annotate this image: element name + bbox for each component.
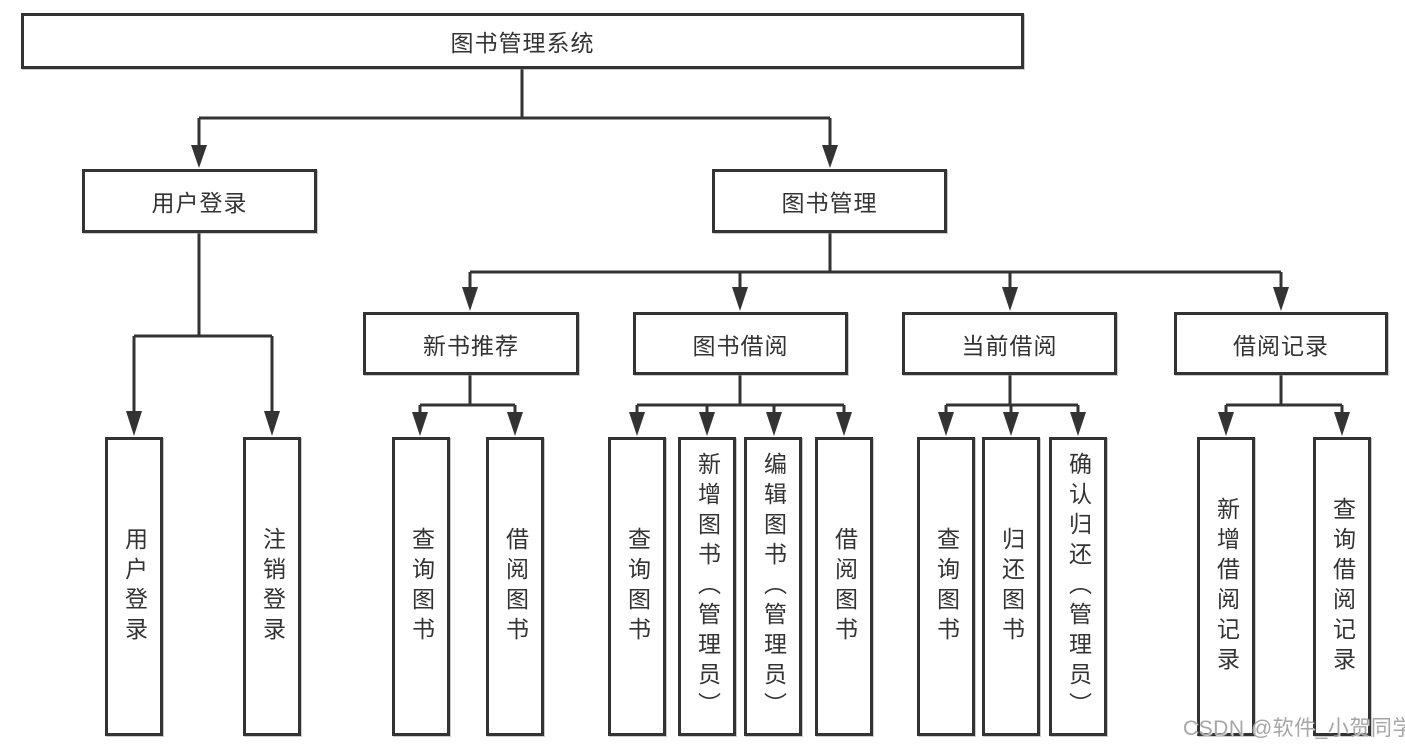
leaf-add-books-admin-label: 新增图书（管理员） <box>694 451 721 722</box>
leaf-borrowing-query-books: 查询图书 <box>608 437 666 736</box>
node-new-book-recommendation: 新书推荐 <box>363 312 579 375</box>
leaf-user-login-label: 用户登录 <box>121 526 148 647</box>
csdn-watermark: CSDN @软件_小贺同学 <box>1183 717 1405 740</box>
leaf-borrow-books-label: 借阅图书 <box>831 526 858 647</box>
leaf-return-books: 归还图书 <box>982 437 1040 736</box>
leaf-newbook-query-books-label: 查询图书 <box>408 526 435 647</box>
node-user-login: 用户登录 <box>82 169 317 233</box>
leaf-user-login: 用户登录 <box>105 437 163 736</box>
node-borrowing-record: 借阅记录 <box>1174 312 1388 375</box>
leaf-query-borrow-record-label: 查询借阅记录 <box>1329 496 1356 677</box>
leaf-newbook-query-books: 查询图书 <box>392 437 450 736</box>
node-book-management: 图书管理 <box>712 169 947 233</box>
node-new-book-recommendation-label: 新书推荐 <box>423 332 519 359</box>
leaf-borrowing-query-books-label: 查询图书 <box>624 526 651 647</box>
leaf-logout: 注销登录 <box>243 437 301 736</box>
leaf-edit-books-admin-label: 编辑图书（管理员） <box>760 451 787 722</box>
node-root: 图书管理系统 <box>21 13 1024 69</box>
leaf-add-books-admin: 新增图书（管理员） <box>678 437 736 736</box>
node-book-borrowing: 图书借阅 <box>633 312 848 375</box>
leaf-add-borrow-record: 新增借阅记录 <box>1197 437 1255 736</box>
leaf-query-borrow-record: 查询借阅记录 <box>1313 437 1371 736</box>
leaf-current-query-books: 查询图书 <box>917 437 975 736</box>
arrowheads <box>126 145 1350 436</box>
leaf-confirm-return-admin-label: 确认归还（管理员） <box>1065 451 1092 722</box>
leaf-newbook-borrow-books: 借阅图书 <box>486 437 544 736</box>
node-current-borrowing-label: 当前借阅 <box>961 332 1058 359</box>
node-user-login-label: 用户登录 <box>151 190 248 216</box>
leaf-return-books-label: 归还图书 <box>998 526 1025 647</box>
leaf-newbook-borrow-books-label: 借阅图书 <box>502 526 529 647</box>
node-book-management-label: 图书管理 <box>781 190 878 216</box>
node-current-borrowing: 当前借阅 <box>902 312 1117 375</box>
leaf-current-query-books-label: 查询图书 <box>933 526 960 647</box>
leaf-add-borrow-record-label: 新增借阅记录 <box>1213 496 1240 677</box>
leaf-logout-label: 注销登录 <box>259 526 286 647</box>
leaf-borrow-books: 借阅图书 <box>815 437 873 736</box>
node-book-borrowing-label: 图书借阅 <box>692 332 789 359</box>
leaf-confirm-return-admin: 确认归还（管理员） <box>1049 437 1107 736</box>
leaf-edit-books-admin: 编辑图书（管理员） <box>744 437 802 736</box>
node-borrowing-record-label: 借阅记录 <box>1233 332 1329 359</box>
node-root-label: 图书管理系统 <box>450 30 595 56</box>
